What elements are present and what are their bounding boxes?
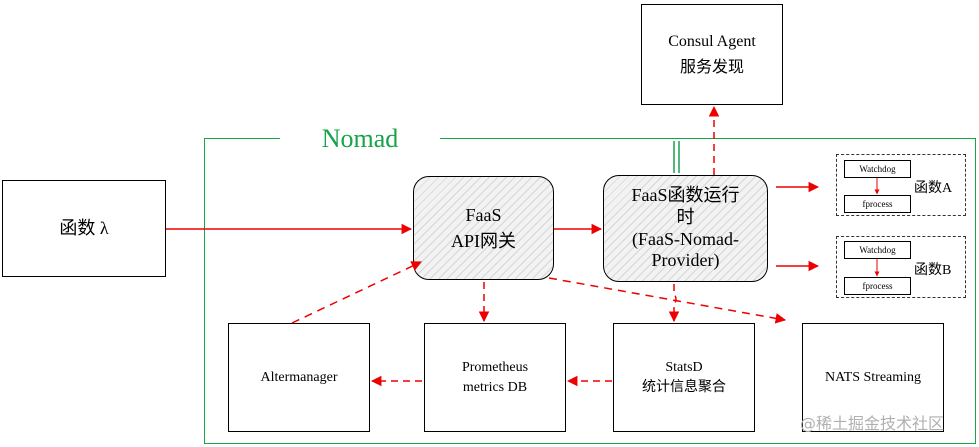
consul-line2: 服务发现 bbox=[679, 58, 744, 76]
arrow-gateway-to-nats bbox=[548, 277, 787, 324]
function-b-label: 函数B bbox=[914, 263, 952, 278]
arrow-provider-to-statsd bbox=[668, 284, 680, 323]
statsd-box: StatsD 统计信息聚合 bbox=[613, 323, 755, 432]
function-a-group bbox=[836, 154, 966, 216]
faas-gateway-box: FaaS API网关 bbox=[413, 176, 554, 280]
provider-line4: Provider) bbox=[651, 250, 720, 271]
function-b-watchdog: Watchdog bbox=[844, 241, 911, 259]
statsd-line2: 统计信息聚合 bbox=[642, 380, 726, 395]
gateway-line1: FaaS bbox=[465, 204, 502, 225]
prometheus-box: Prometheus metrics DB bbox=[424, 323, 566, 432]
consul-agent-box: Consul Agent 服务发现 bbox=[641, 4, 783, 105]
nomad-boundary bbox=[204, 138, 976, 444]
function-a-fprocess: fprocess bbox=[844, 195, 911, 213]
provider-line3: (FaaS-Nomad- bbox=[632, 228, 739, 249]
function-a-watchdog: Watchdog bbox=[844, 160, 911, 178]
provider-line1: FaaS函数运行 bbox=[631, 185, 740, 206]
consul-line1: Consul Agent bbox=[668, 32, 756, 50]
nats-streaming-box: NATS Streaming bbox=[802, 323, 944, 432]
function-a-label: 函数A bbox=[914, 181, 953, 196]
prometheus-line2: metrics DB bbox=[462, 380, 528, 395]
statsd-line1: StatsD bbox=[665, 359, 703, 375]
function-lambda-label: 函数 λ bbox=[59, 218, 109, 239]
function-b-group bbox=[836, 236, 966, 298]
function-lambda-box: 函数 λ bbox=[2, 180, 166, 277]
arrow-altermanager-to-gateway bbox=[291, 261, 422, 324]
provider-line2: 时 bbox=[676, 206, 695, 227]
prometheus-line1: Prometheus bbox=[461, 359, 529, 375]
watermark: @稀土掘金技术社区 bbox=[800, 414, 945, 433]
altermanager-box: Altermanager bbox=[228, 323, 370, 432]
function-b-fprocess: fprocess bbox=[844, 277, 911, 295]
faas-provider-box: FaaS函数运行 时 (FaaS-Nomad- Provider) bbox=[603, 175, 768, 282]
nomad-title: Nomad bbox=[280, 124, 440, 154]
gateway-line2: API网关 bbox=[450, 231, 516, 251]
